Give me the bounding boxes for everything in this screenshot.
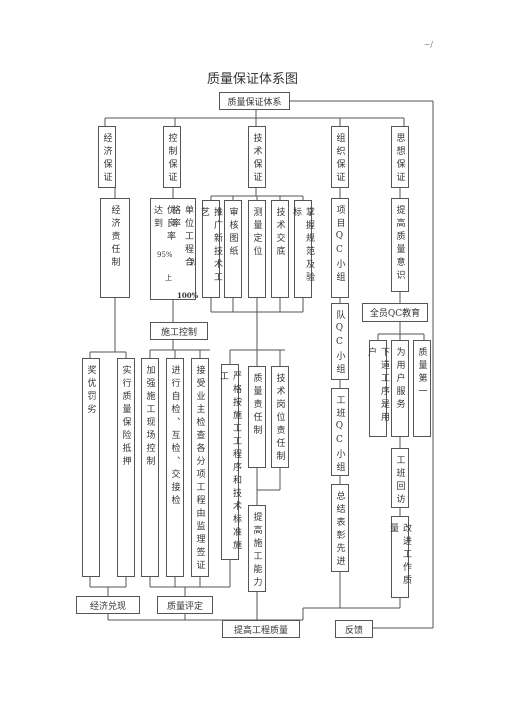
tech-sub-new-tech: 推广新技术工艺 (199, 200, 222, 298)
construction-control: 施工控制 (150, 322, 208, 340)
tech-sub-briefing: 技术交底 (271, 200, 289, 298)
diagram-title: 质量保证体系图 (206, 72, 298, 87)
tech-sub-review-drawings: 审核图纸 (224, 200, 242, 298)
bottom-feedback: 反馈 (335, 620, 373, 638)
root-box: 质量保证体系 (219, 92, 290, 110)
control-pct: 100% (177, 291, 199, 300)
control-sub-b: 上 (165, 274, 172, 282)
org-commend: 总结表彰先进 (331, 484, 349, 572)
control-self-check: 进行自检、互检、交接检 (166, 358, 184, 577)
org-project-qc: 项目QC小组 (331, 198, 349, 298)
page-mark: ~/ (423, 40, 433, 49)
idea-serve-user: 为用户服务 (391, 340, 409, 437)
control-target-box: 单位工程合格率 优良率达到 95% 上 到 100% (150, 198, 199, 300)
bottom-quality-assessment: 质量评定 (157, 596, 213, 614)
econ-quality-insurance: 实行质量保险抵押 (117, 358, 135, 577)
category-org: 组织保证 (331, 126, 349, 188)
category-control: 控制保证 (163, 126, 181, 188)
tech-sub-standards: 掌握规范及验标 (291, 200, 314, 298)
econ-reward-punish: 奖优罚劣 (82, 358, 100, 577)
bottom-econ-cash: 经济兑现 (76, 596, 140, 614)
org-crew-qc: 工班QC小组 (331, 388, 349, 476)
category-tech: 技术保证 (248, 126, 266, 188)
idea-awareness: 提高质量意识 (391, 198, 409, 292)
org-team-qc: 队QC小组 (331, 303, 349, 380)
control-sub2: 单位工程合格率 (170, 205, 193, 270)
idea-next-process: 下道工序是用户 (366, 340, 389, 437)
control-pct-a: 95% (157, 251, 173, 259)
idea-quality-first: 质量第一 (413, 340, 431, 437)
control-sub: 优良率达到 (152, 205, 175, 244)
tech-quality-responsibility: 质量责任制 (248, 366, 266, 468)
idea-improve-work: 改进工作质量 (388, 516, 411, 598)
category-idea: 思想保证 (391, 126, 409, 188)
tech-strict-procedure: 严格按施工工程序和技术标准施工 (218, 364, 241, 560)
idea-crew-revisit: 工班回访 (391, 448, 409, 508)
control-owner-inspection: 接受业主检查各分项工程由监理签证 (191, 358, 209, 577)
category-econ: 经济保证 (98, 126, 116, 188)
econ-responsibility: 经济责任制 (100, 198, 130, 298)
tech-sub-survey: 测量定位 (248, 200, 266, 298)
control-to: 到 (189, 258, 196, 266)
bottom-improve-quality: 提高工程质量 (222, 620, 300, 638)
tech-improve-capability: 提高施工能力 (248, 505, 266, 592)
control-site-control: 加强施工现场控制 (141, 358, 159, 577)
idea-qc-education: 全员QC教育 (362, 303, 428, 322)
tech-post-responsibility: 技术岗位责任制 (271, 366, 289, 468)
